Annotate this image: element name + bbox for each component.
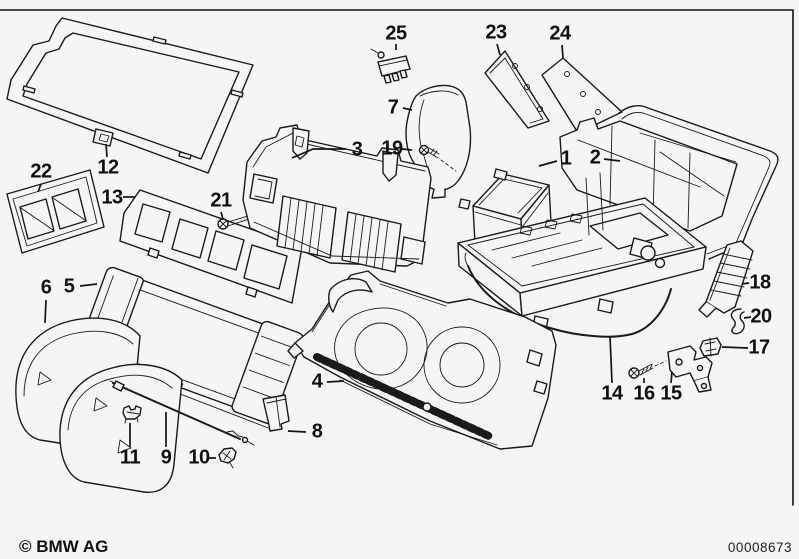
part-label-1: 1 — [560, 147, 572, 170]
copyright-text: © BMW AG — [19, 537, 109, 556]
part-label-23: 23 — [485, 21, 507, 44]
leader-line-21 — [220, 211, 224, 220]
part-8-flap — [262, 394, 290, 432]
leader-line-20 — [743, 316, 752, 319]
part-17-clip — [699, 337, 722, 357]
part-2-housing-rear — [457, 105, 779, 331]
part-14-rod — [464, 252, 672, 338]
part-24-cover-plate — [541, 57, 623, 134]
leader-line-8 — [287, 430, 307, 433]
part-label-24: 24 — [549, 22, 571, 45]
part-6-drum-shells — [15, 317, 183, 493]
leader-line-1 — [538, 160, 558, 167]
part-label-15: 15 — [660, 382, 682, 405]
leader-line-14 — [609, 335, 613, 384]
part-20-clip — [730, 308, 745, 335]
diagram-number: 00008673 — [727, 540, 792, 555]
part-label-4: 4 — [311, 370, 323, 393]
part-label-5: 5 — [63, 275, 75, 298]
part-label-10: 10 — [188, 446, 210, 469]
leader-line-4 — [326, 380, 345, 383]
leader-line-19 — [401, 148, 413, 151]
leader-line-7 — [402, 107, 413, 111]
leader-line-2 — [603, 158, 621, 162]
part-label-17: 17 — [748, 336, 770, 359]
part-label-7: 7 — [387, 96, 399, 119]
leader-line-23 — [496, 43, 501, 56]
part-11-clip — [122, 405, 142, 424]
part-label-22: 22 — [30, 160, 52, 183]
leader-line-24 — [561, 44, 564, 59]
part-16-screw — [628, 360, 667, 379]
part-label-2: 2 — [589, 146, 601, 169]
part-13-vent-frame — [119, 189, 303, 304]
part-label-6: 6 — [40, 276, 52, 299]
part-label-9: 9 — [160, 446, 172, 469]
part-9-bowden-cable — [109, 380, 255, 446]
leader-line-18 — [741, 282, 750, 285]
part-4-housing-bottom — [287, 270, 557, 450]
part-label-13: 13 — [101, 186, 123, 209]
part-label-19: 19 — [381, 137, 403, 160]
part-23-gasket — [484, 50, 550, 129]
page-border — [0, 9, 794, 506]
part-label-14: 14 — [601, 382, 623, 405]
part-label-21: 21 — [210, 189, 232, 212]
part-label-16: 16 — [633, 382, 655, 405]
part-10-clip — [218, 447, 237, 469]
part-15-bracket — [667, 345, 713, 393]
part-19-screw — [418, 144, 457, 172]
leader-line-12 — [105, 143, 108, 158]
leader-lines — [37, 43, 752, 459]
part-label-3: 3 — [351, 138, 363, 161]
leader-line-3 — [291, 148, 346, 159]
part-label-8: 8 — [311, 420, 323, 443]
part-18-trim-strip — [698, 240, 754, 318]
leader-line-22 — [37, 183, 42, 193]
part-label-11: 11 — [119, 446, 141, 469]
part-label-25: 25 — [385, 22, 407, 45]
part-25-switch — [370, 48, 411, 84]
part-12-cover-frame — [6, 17, 254, 174]
part-label-20: 20 — [750, 305, 772, 328]
leader-line-6 — [44, 299, 47, 324]
leader-line-17 — [721, 346, 749, 349]
part-label-18: 18 — [749, 271, 771, 294]
part-3-housing-top — [242, 124, 432, 273]
leader-line-15 — [670, 371, 673, 384]
part-label-12: 12 — [97, 156, 119, 179]
leader-line-5 — [79, 283, 98, 287]
part-22-vent-panel — [6, 169, 105, 254]
